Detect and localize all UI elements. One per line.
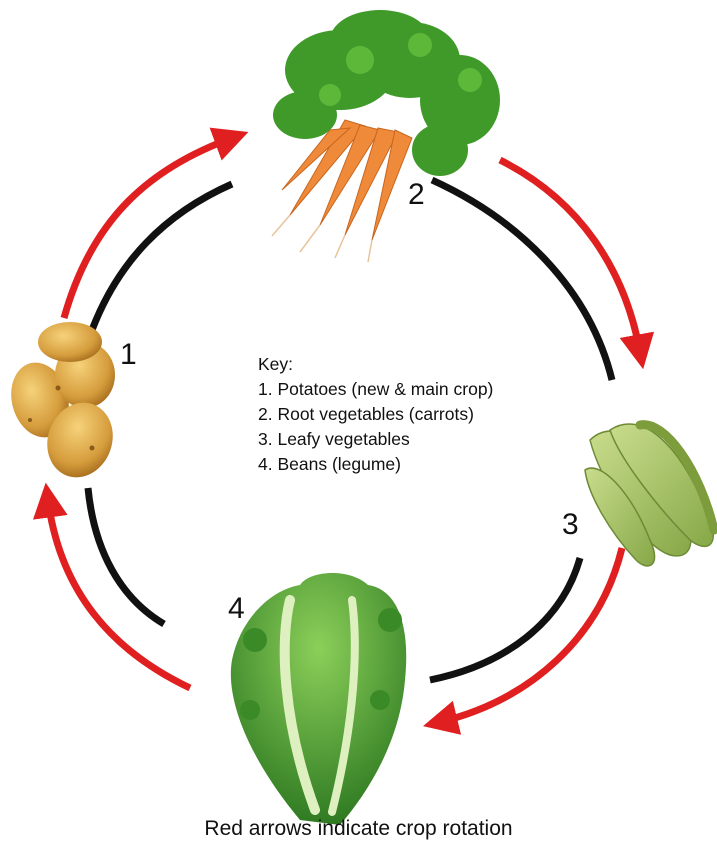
key-item-2: 2. Root vegetables (carrots) <box>258 402 493 427</box>
lettuce-icon <box>231 573 406 825</box>
carrots-icon <box>272 10 500 262</box>
rotation-arrow-1-to-2 <box>64 138 232 318</box>
inner-arc-2-3 <box>432 180 612 380</box>
inner-arc-4-1 <box>88 488 164 624</box>
stage-number-1: 1 <box>120 340 137 370</box>
key-item-4: 4. Beans (legume) <box>258 452 493 477</box>
rotation-arrow-2-to-3 <box>500 160 640 352</box>
stage-number-3: 3 <box>562 510 579 540</box>
stage-number-2: 2 <box>408 180 425 210</box>
key-item-3: 3. Leafy vegetables <box>258 427 493 452</box>
stage-number-4: 4 <box>228 594 245 624</box>
broad-beans-icon <box>585 424 714 566</box>
key-legend: Key: 1. Potatoes (new & main crop) 2. Ro… <box>258 352 493 477</box>
inner-arc-1-2 <box>92 184 232 330</box>
key-heading: Key: <box>258 352 493 377</box>
caption: Red arrows indicate crop rotation <box>0 817 717 841</box>
key-item-1: 1. Potatoes (new & main crop) <box>258 377 493 402</box>
rotation-arrow-4-to-1 <box>48 500 190 688</box>
potatoes-icon <box>3 322 123 487</box>
